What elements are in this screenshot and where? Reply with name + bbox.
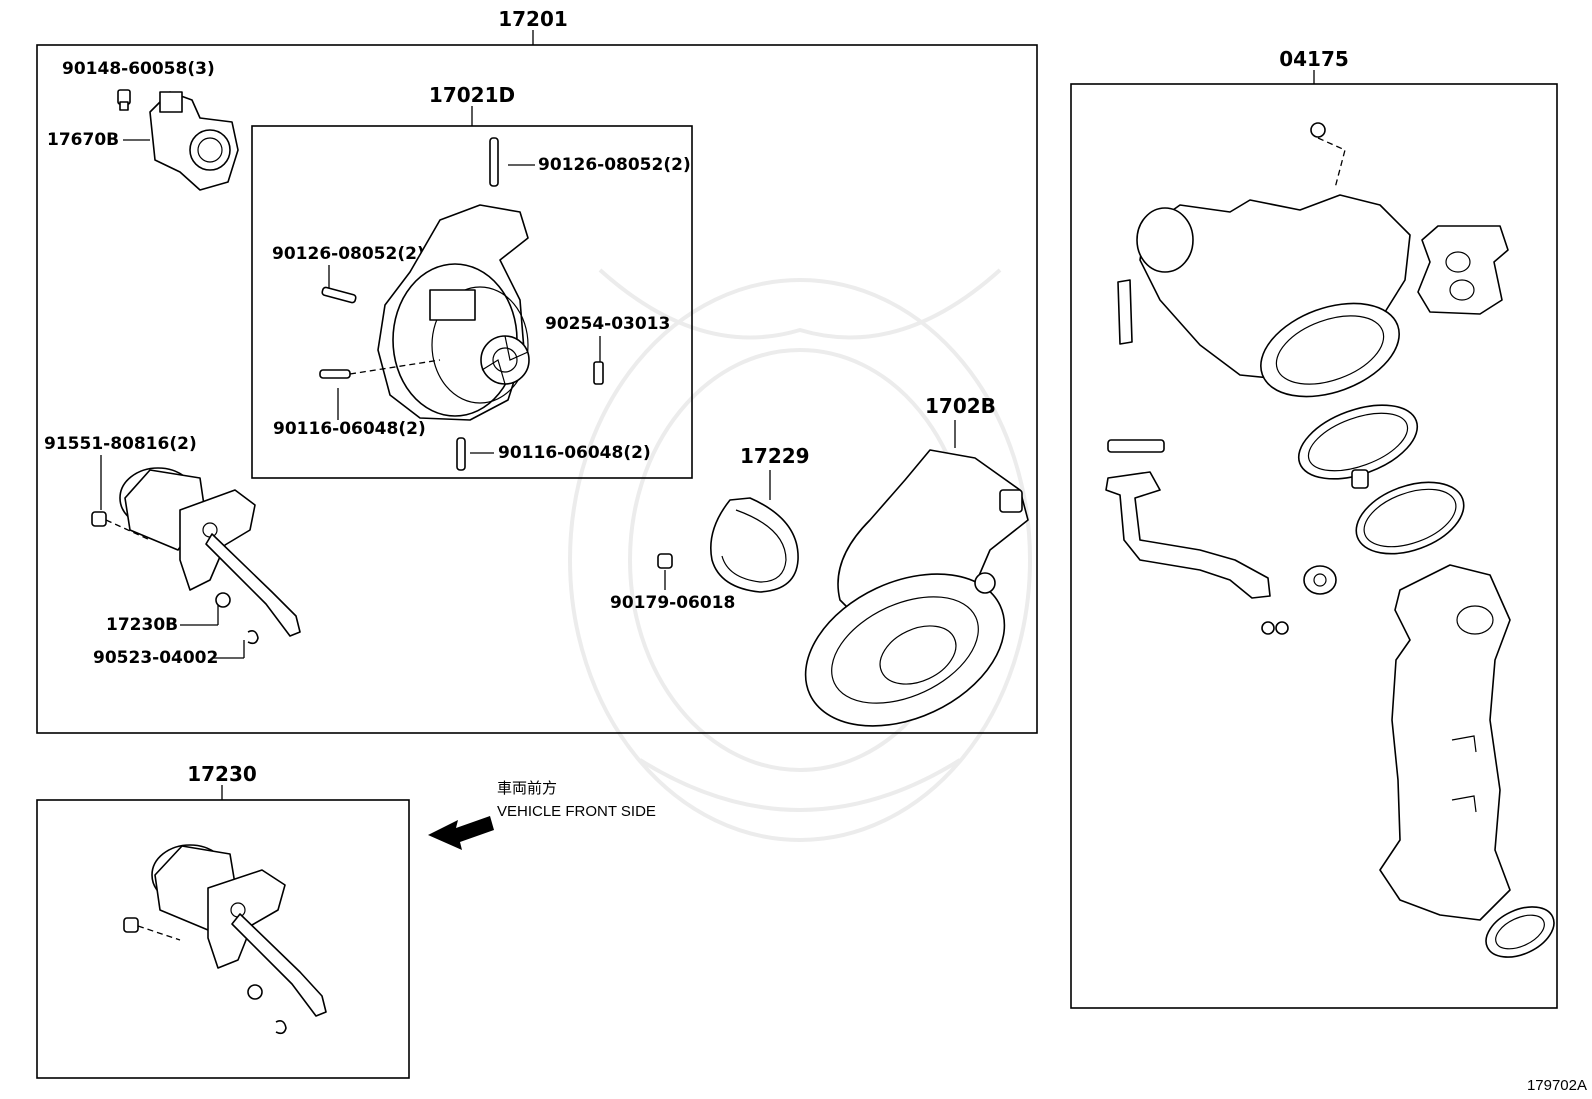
group-label-turbo-assembly: 17201: [498, 7, 568, 31]
label-stud-lower-right: 90116-06048(2): [498, 443, 651, 463]
label-pin: 90254-03013: [545, 314, 670, 334]
label-stud-upper: 90126-08052(2): [538, 155, 691, 175]
washer-icon: [215, 592, 231, 608]
o-ring-icon: [1355, 481, 1465, 555]
frame-17201: [36, 44, 1038, 734]
bolt-icon: [117, 89, 131, 111]
turbo-gasket-icon: [1417, 225, 1509, 315]
cartridge-icon: [377, 204, 530, 421]
clip-icon: [247, 630, 259, 645]
label-actuator: 17230B: [106, 615, 178, 635]
label-position-sensor: 17670B: [47, 130, 119, 150]
direction-english: VEHICLE FRONT SIDE: [497, 803, 656, 820]
position-sensor-icon: [149, 91, 239, 191]
stud-upper-icon: [489, 137, 499, 187]
frame-17230: [36, 799, 410, 1079]
actuator-bolt-icon: [91, 511, 107, 527]
plate-gasket-icon: [1117, 279, 1133, 345]
small-fitting-icon: [1310, 122, 1326, 138]
stud-lower-right-icon: [456, 437, 466, 471]
actuator-assembly-icon: [123, 844, 327, 1035]
v-band-clamp-icon: [1297, 404, 1419, 489]
catalytic-converter-icon: [1379, 564, 1511, 921]
group-label-gasket-kit: 04175: [1279, 47, 1349, 71]
label-bolt-3: 90148-60058(3): [62, 59, 215, 79]
label-clamp: 17229: [740, 444, 810, 468]
label-stud-lower-left: 90116-06048(2): [273, 419, 426, 439]
clamp-icon: [710, 497, 799, 593]
label-actuator-bolt: 91551-80816(2): [44, 434, 197, 454]
label-clip: 90523-04002: [93, 648, 218, 668]
nut-icon: [657, 553, 673, 569]
figure-reference: 179702A: [1527, 1077, 1587, 1094]
oil-pipe-icon: [1105, 439, 1271, 599]
direction-arrow-icon: [428, 816, 494, 850]
group-label-cartridge: 17021D: [429, 83, 515, 107]
stud-lower-left-icon: [319, 369, 351, 379]
label-stud-left: 90126-08052(2): [272, 244, 425, 264]
direction-japanese: 車両前方: [497, 780, 557, 797]
label-outlet-elbow: 1702B: [925, 394, 996, 418]
label-nut: 90179-06018: [610, 593, 735, 613]
gasket-small-icon: [1261, 565, 1337, 635]
actuator-icon: [119, 467, 301, 637]
stud-left-icon: [321, 286, 357, 304]
turbine-housing-icon: [1136, 194, 1411, 398]
exhaust-gasket-icon: [1485, 906, 1555, 958]
pin-icon: [593, 361, 604, 385]
group-label-actuator-assembly: 17230: [187, 762, 257, 786]
outlet-elbow-icon: [804, 449, 1029, 727]
